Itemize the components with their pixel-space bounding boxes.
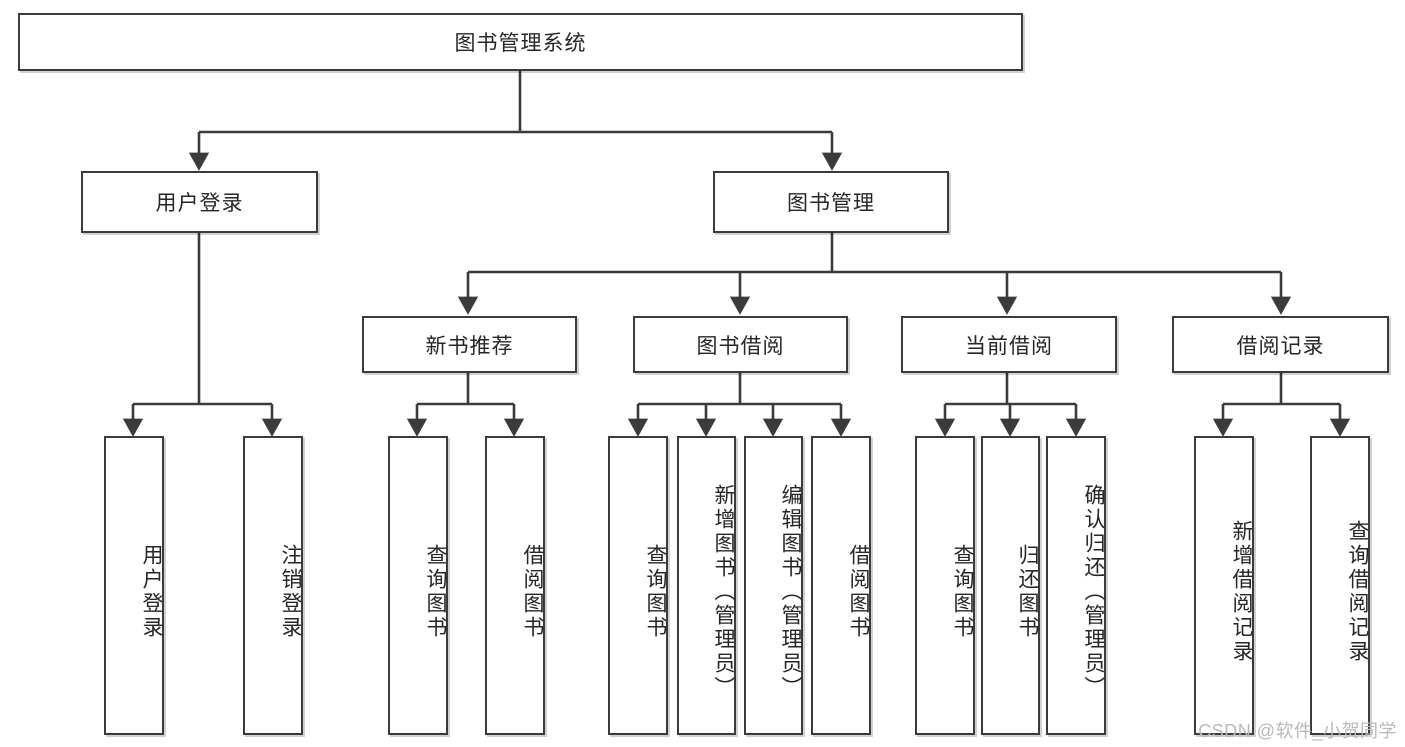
leaf-currentborrow-confirm-return[interactable]: 确认归还（管理员） <box>1046 436 1106 735</box>
leaf-currentborrow-return-book[interactable]: 归还图书 <box>981 436 1040 735</box>
node-book-borrow-label: 图书借阅 <box>696 334 785 358</box>
leaf-bookborrow-add-book[interactable]: 新增图书（管理员） <box>677 436 736 735</box>
node-new-book-recommend[interactable]: 新书推荐 <box>362 316 577 373</box>
leaf-currentborrow-query-book[interactable]: 查询图书 <box>915 436 975 735</box>
leaf-newbook-query-book-label: 查询图书 <box>424 543 447 640</box>
leaf-borrowrecord-add-record[interactable]: 新增借阅记录 <box>1194 436 1254 735</box>
leaf-logout-label: 注销登录 <box>279 543 302 640</box>
leaf-newbook-borrow-book[interactable]: 借阅图书 <box>485 436 545 735</box>
leaf-newbook-query-book[interactable]: 查询图书 <box>388 436 448 735</box>
node-root[interactable]: 图书管理系统 <box>18 13 1023 71</box>
leaf-bookborrow-borrow-book[interactable]: 借阅图书 <box>811 436 871 735</box>
leaf-bookborrow-edit-book-label: 编辑图书（管理员） <box>779 483 802 700</box>
node-book-borrow[interactable]: 图书借阅 <box>633 316 848 373</box>
leaf-currentborrow-query-book-label: 查询图书 <box>951 543 974 640</box>
node-user-login-label: 用户登录 <box>155 192 244 215</box>
node-book-manage[interactable]: 图书管理 <box>713 171 949 233</box>
leaf-currentborrow-confirm-return-label: 确认归还（管理员） <box>1082 483 1105 700</box>
leaf-bookborrow-add-book-label: 新增图书（管理员） <box>712 483 735 700</box>
node-root-label: 图书管理系统 <box>454 32 587 55</box>
leaf-borrowrecord-query-record[interactable]: 查询借阅记录 <box>1310 436 1370 735</box>
leaf-user-login[interactable]: 用户登录 <box>104 436 164 735</box>
node-book-manage-label: 图书管理 <box>787 192 875 215</box>
leaf-bookborrow-edit-book[interactable]: 编辑图书（管理员） <box>744 436 803 735</box>
leaf-bookborrow-query-book-label: 查询图书 <box>644 543 667 640</box>
leaf-user-login-label: 用户登录 <box>140 543 163 640</box>
leaf-bookborrow-borrow-book-label: 借阅图书 <box>847 543 870 640</box>
leaf-newbook-borrow-book-label: 借阅图书 <box>521 543 544 640</box>
leaf-borrowrecord-add-record-label: 新增借阅记录 <box>1230 519 1253 664</box>
node-new-book-recommend-label: 新书推荐 <box>425 334 514 358</box>
node-borrow-record[interactable]: 借阅记录 <box>1172 316 1389 373</box>
leaf-borrowrecord-query-record-label: 查询借阅记录 <box>1346 519 1369 664</box>
node-borrow-record-label: 借阅记录 <box>1236 334 1325 358</box>
leaf-bookborrow-query-book[interactable]: 查询图书 <box>608 436 668 735</box>
node-user-login[interactable]: 用户登录 <box>81 171 318 233</box>
node-current-borrow-label: 当前借阅 <box>965 334 1053 358</box>
node-current-borrow[interactable]: 当前借阅 <box>901 316 1117 373</box>
leaf-currentborrow-return-book-label: 归还图书 <box>1016 543 1039 640</box>
leaf-logout[interactable]: 注销登录 <box>243 436 303 735</box>
watermark-text: CSDN @软件_小贺同学 <box>1198 721 1397 741</box>
